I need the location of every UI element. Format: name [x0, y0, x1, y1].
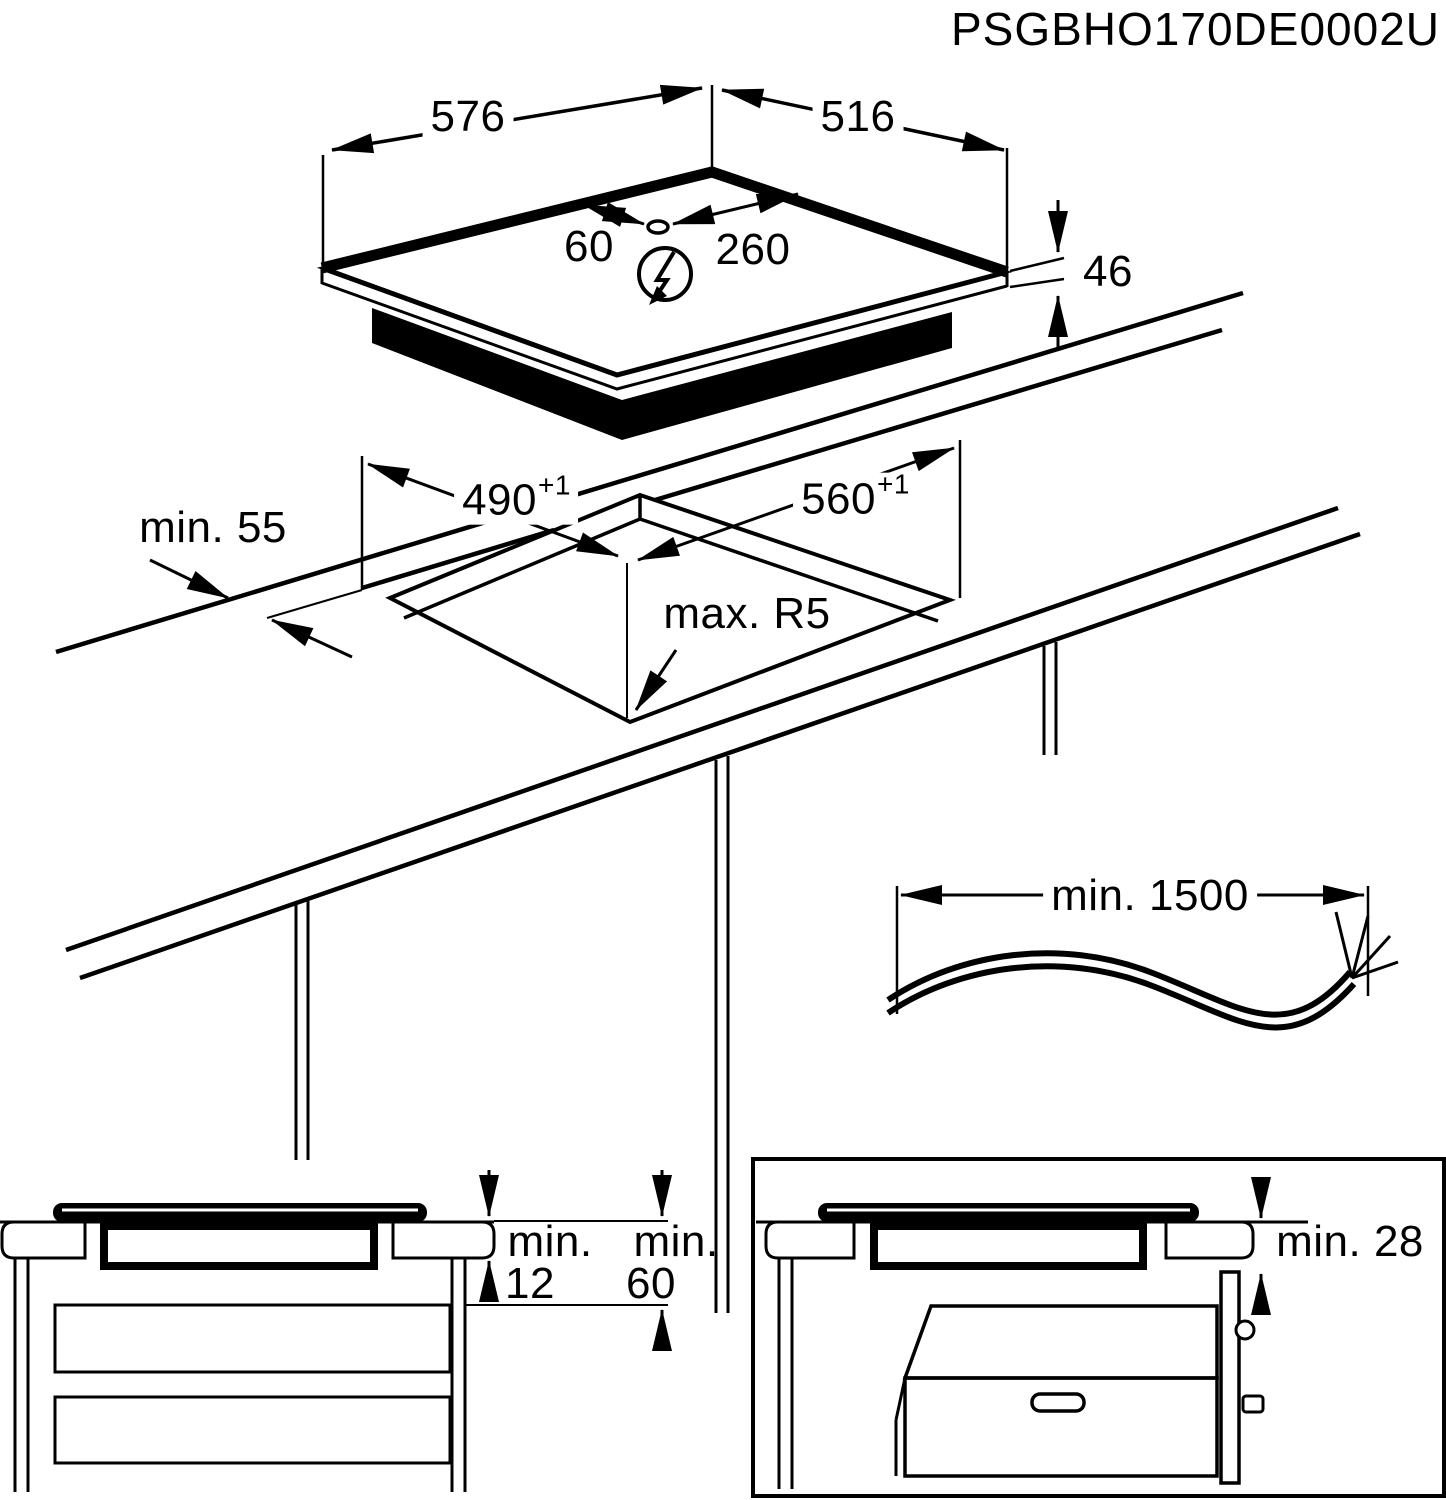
drawer-front	[53, 1395, 452, 1465]
dim-label-46: 46	[1083, 247, 1133, 296]
oven-top-face	[902, 1304, 1219, 1380]
oven-clearance-view	[751, 1157, 1446, 1498]
hob-glass-section	[53, 1203, 427, 1222]
hob-glass-thickness	[321, 281, 1008, 391]
mains-cable	[886, 963, 1357, 1031]
dim-label-60: 60	[564, 222, 614, 271]
min55-arrow	[149, 558, 229, 600]
dim-value: 490	[462, 475, 537, 525]
oven-drawer-handle	[1030, 1392, 1086, 1413]
cable-entry-hole	[646, 219, 670, 235]
reference-line	[1009, 277, 1065, 289]
dim-value-12: 12	[505, 1259, 555, 1308]
mains-cable	[886, 950, 1353, 1018]
worktop-section-right	[1164, 1220, 1255, 1260]
dim-label-260: 260	[715, 225, 791, 274]
hob-isometric-view	[316, 84, 1068, 440]
drawing-code: PSGBHO170DE0002U	[950, 3, 1440, 55]
radius-arrow	[634, 649, 678, 711]
panel-knob-round	[1234, 1319, 1256, 1341]
hob-glass-section	[818, 1203, 1199, 1222]
reference-line	[266, 589, 363, 619]
worktop-front-edge	[79, 531, 1361, 981]
dim-value-60: 60	[626, 1259, 676, 1308]
drawer-front	[53, 1303, 452, 1374]
lightning-bolt-icon	[637, 246, 693, 305]
worktop-section-right	[391, 1220, 496, 1260]
min55-arrow	[271, 618, 353, 659]
view-frame	[751, 1157, 1446, 1498]
dimension-line-576	[331, 84, 703, 154]
reference-line	[1009, 256, 1065, 273]
dim-label-516: 516	[812, 93, 904, 141]
dim-label-560: 560+1	[793, 470, 917, 524]
dim-value: 560	[801, 474, 876, 524]
dim-label-maxR5: max. R5	[663, 589, 831, 638]
cable-wire-ends	[1334, 911, 1399, 980]
dim-label-min55: min. 55	[139, 503, 287, 552]
oven-side-panel	[1219, 1270, 1241, 1485]
dim-label-min-oven: min.	[633, 1217, 719, 1266]
hob-chassis-section	[100, 1222, 378, 1270]
dimension-line-260	[672, 192, 799, 226]
worktop-cutout-view	[55, 290, 1361, 1313]
hob-glass-front-edge	[321, 265, 1008, 378]
dim-label-min-drawer: min.	[507, 1217, 593, 1266]
oven-side-line	[894, 1377, 907, 1421]
dim-label-490: 490+1	[454, 471, 578, 525]
dim-label-min1500: min. 1500	[1043, 872, 1257, 920]
oven-front-face	[903, 1376, 1219, 1478]
dim-tolerance: +1	[537, 469, 571, 501]
worktop-section-left	[764, 1220, 856, 1260]
dim-label-min28: min. 28	[1276, 1217, 1424, 1266]
dim-label-576: 576	[422, 93, 514, 141]
worktop-section-left	[0, 1220, 87, 1260]
worktop-front-edge	[65, 505, 1339, 953]
dim-tolerance: +1	[876, 468, 910, 500]
hob-base-box	[372, 308, 952, 440]
hob-glass-rim	[320, 166, 1009, 278]
drawer-clearance-view	[0, 1170, 672, 1492]
panel-knob	[1241, 1394, 1265, 1414]
dimension-line-60	[583, 202, 645, 227]
hob-chassis-section	[870, 1222, 1147, 1270]
